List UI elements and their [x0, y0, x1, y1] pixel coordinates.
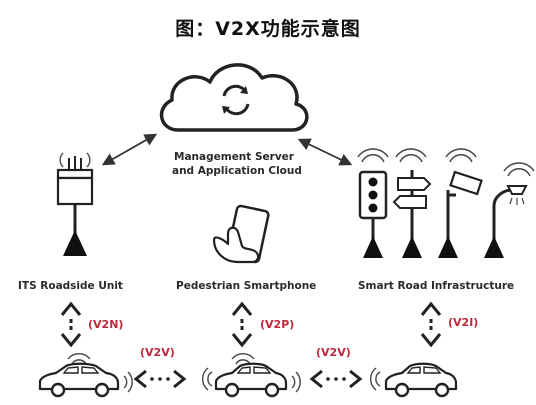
cloud-infra-arrow — [297, 138, 353, 166]
v2v-left-tag: (V2V) — [140, 346, 175, 359]
street-lamp-icon — [484, 162, 535, 258]
traffic-light-icon — [357, 148, 389, 258]
v2i-arrow — [420, 301, 442, 348]
v2n-tag: (V2N) — [88, 318, 124, 331]
car-right-icon — [370, 362, 458, 398]
cloud-icon — [159, 63, 309, 132]
car-middle-icon — [202, 353, 301, 398]
cloud-label: Management Server and Application Cloud — [172, 150, 302, 178]
v2p-arrow — [231, 301, 253, 348]
v2v-right-arrow — [309, 369, 363, 389]
cloud-label-line2: and Application Cloud — [172, 165, 302, 177]
v2p-tag: (V2P) — [260, 318, 295, 331]
diagram-title: 图：V2X功能示意图 — [175, 18, 361, 40]
rsu-label: ITS Roadside Unit — [18, 280, 123, 292]
camera-icon — [438, 148, 483, 258]
v2i-tag: (V2I) — [448, 316, 479, 329]
roadside-unit-icon — [56, 152, 94, 256]
v2n-arrow — [60, 301, 82, 348]
cloud-label-line1: Management Server — [174, 151, 294, 163]
phone-label: Pedestrian Smartphone — [176, 280, 317, 292]
smartphone-icon — [212, 204, 270, 264]
infra-label: Smart Road Infrastructure — [358, 280, 515, 292]
cloud-rsu-arrow — [101, 133, 158, 166]
sync-icon — [222, 84, 250, 116]
car-left-icon — [38, 353, 133, 398]
v2v-right-tag: (V2V) — [316, 346, 351, 359]
v2v-left-arrow — [133, 369, 187, 389]
road-sign-icon — [392, 148, 432, 258]
